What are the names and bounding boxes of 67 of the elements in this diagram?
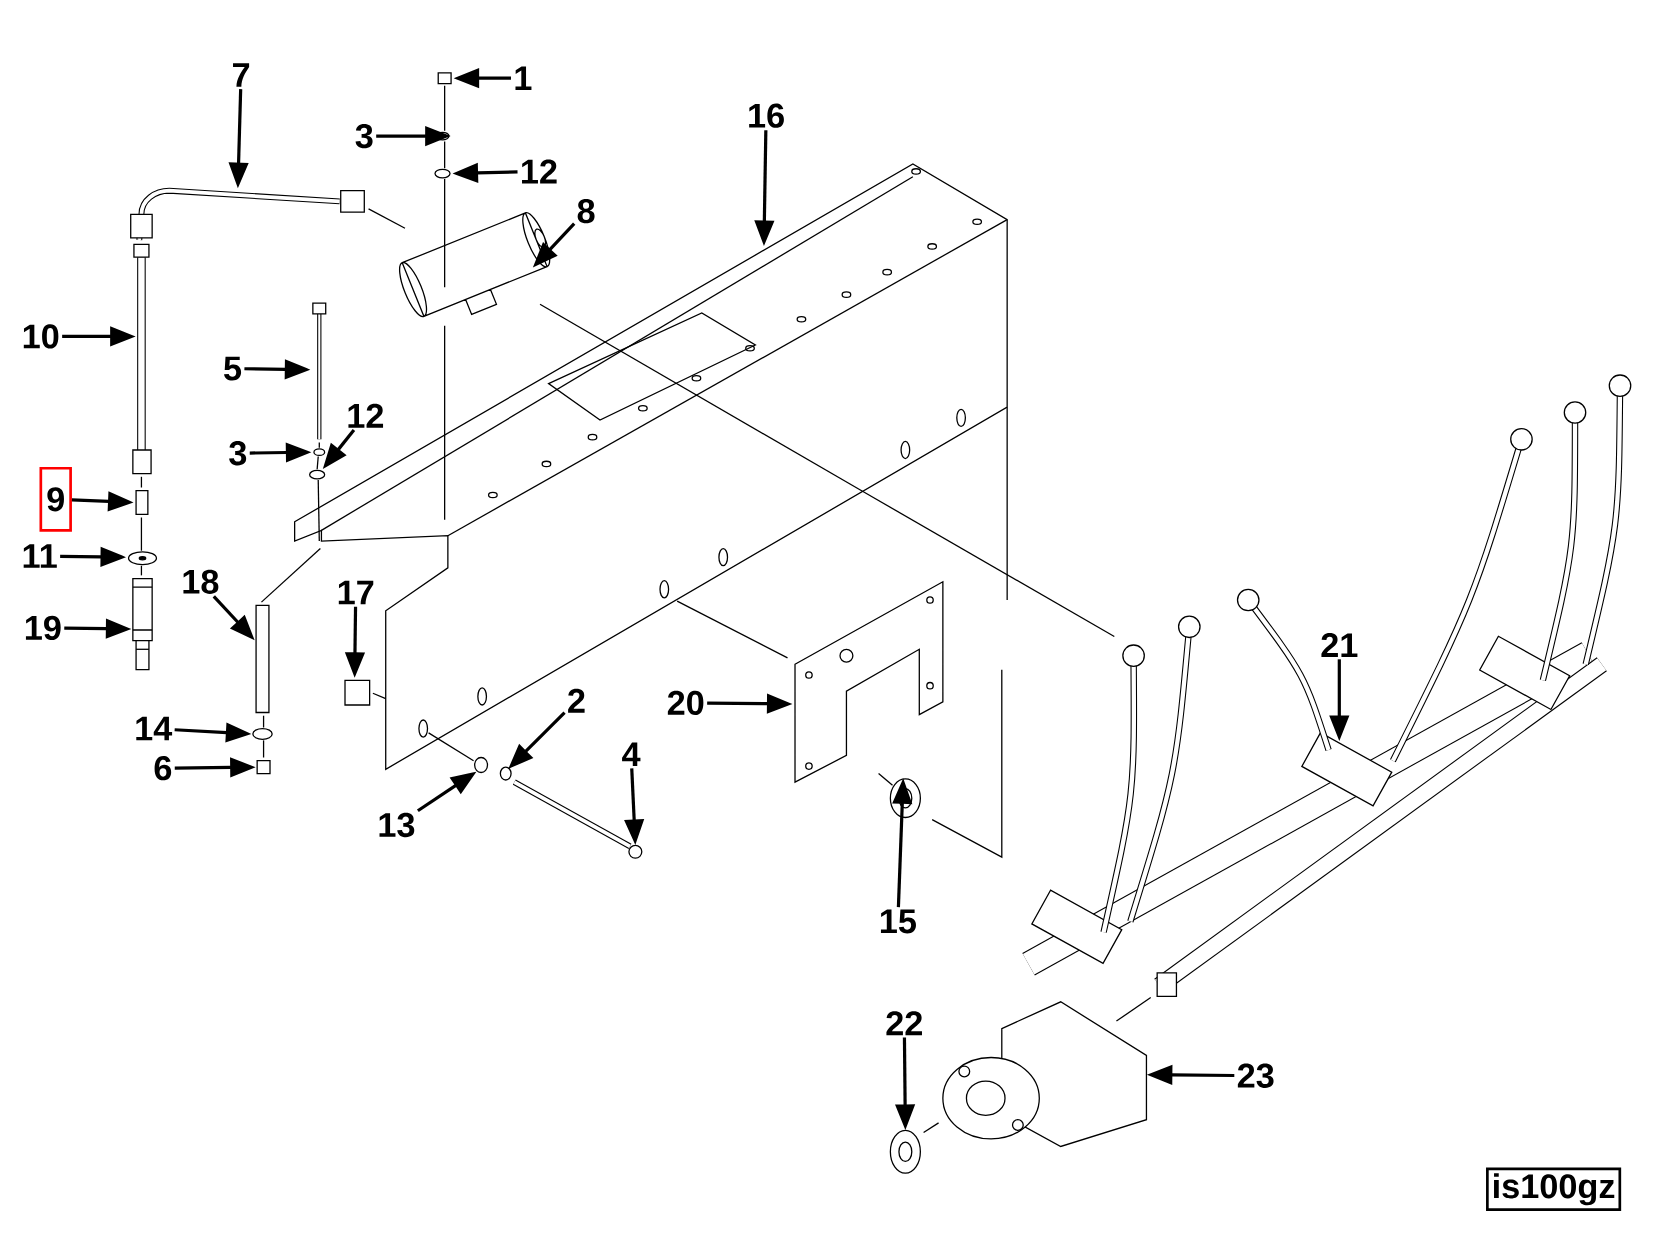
callout-number: 18	[183, 569, 219, 594]
assembly-line	[260, 547, 321, 603]
assembly-line	[1115, 996, 1152, 1022]
callout-number: 15	[880, 909, 916, 934]
callout-number: 6	[154, 756, 172, 781]
callout-number: 23	[1237, 1063, 1274, 1088]
callout-number: 17	[338, 580, 374, 605]
callout-number: 12	[348, 403, 384, 428]
assembly-line	[262, 715, 265, 729]
washer-drawing	[313, 448, 326, 456]
callout-number: 14	[136, 716, 173, 741]
assembly-line	[444, 178, 446, 288]
spacer-drawing	[344, 679, 371, 706]
hose-drawing	[132, 243, 152, 475]
assembly-line	[427, 732, 475, 762]
fitting-drawing	[135, 490, 149, 515]
washer-drawing	[309, 469, 326, 480]
assembly-line	[372, 692, 387, 700]
figure-id: is100gz	[1486, 1167, 1622, 1211]
callout-number: 3	[229, 441, 247, 466]
callout-number: 10	[23, 324, 59, 349]
bolt-drawing	[512, 779, 643, 859]
adapter-drawing	[132, 577, 153, 671]
assembly-line	[367, 208, 406, 229]
callout-number: 4	[622, 742, 641, 767]
callout-number: 11	[23, 544, 57, 568]
callout-number: 5	[224, 356, 242, 381]
bolt-drawing	[312, 302, 327, 440]
assembly-line	[140, 476, 143, 489]
standoff-drawing	[255, 604, 270, 714]
nut-drawing	[499, 766, 512, 781]
callout-number: 7	[233, 63, 250, 87]
washer-drawing	[434, 168, 451, 179]
assembly-line	[318, 441, 320, 449]
callout-number: 8	[577, 198, 595, 224]
coupling-drawing	[889, 1129, 921, 1174]
callout-number: 16	[749, 103, 784, 128]
assembly-line	[317, 479, 320, 542]
callout-number: 12	[522, 159, 557, 184]
callout-number: 3	[355, 123, 373, 149]
tube-drawing	[130, 187, 365, 241]
harness-drawing	[1022, 374, 1632, 998]
assembly-line	[539, 303, 864, 492]
assembly-line	[316, 455, 319, 470]
assembly-line	[140, 565, 143, 576]
assembly-line	[922, 1122, 940, 1134]
motor-drawing	[942, 1001, 1148, 1148]
filter-drawing	[398, 212, 551, 318]
washer-drawing	[127, 551, 158, 566]
callout-number: 13	[379, 812, 415, 838]
nut-drawing	[256, 760, 271, 775]
assembly-line	[676, 600, 789, 659]
callout-number: 22	[886, 1011, 922, 1036]
callout-number: 19	[25, 615, 61, 640]
bolt-drawing	[437, 72, 452, 85]
callout-number: 1	[515, 66, 532, 90]
assembly-line	[444, 140, 446, 169]
assembly-line	[262, 739, 265, 759]
assembly-line	[444, 325, 446, 521]
washer-drawing	[474, 756, 489, 774]
assembly-line	[861, 490, 1115, 637]
washer-drawing	[252, 727, 273, 740]
assembly-line	[140, 516, 143, 552]
assembly-line	[444, 85, 446, 132]
callout-number: 9	[39, 466, 72, 532]
callout-number: 20	[667, 690, 704, 715]
callout-number: 2	[568, 688, 585, 713]
